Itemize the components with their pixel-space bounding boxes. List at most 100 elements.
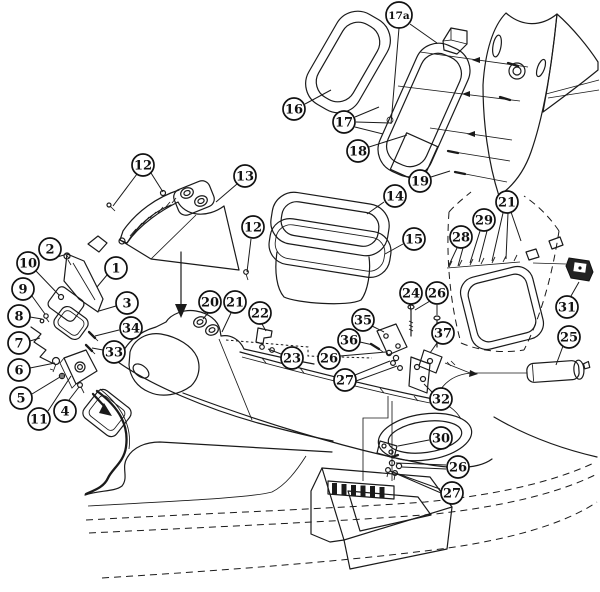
callout-circle [495,190,519,214]
callout-number: 26 [428,287,446,302]
callout-11: 11 [27,375,72,431]
callout-number: 2 [45,243,54,258]
callout-circle [317,346,341,370]
callout-number: 12 [244,221,262,236]
callout-circle [53,399,77,423]
callout-number: 37 [434,327,452,342]
callout-number: 29 [475,214,493,229]
callout-33: 33 [91,340,126,364]
callout-circle [198,290,222,314]
callout-number: 6 [14,364,23,379]
callout-circle [119,316,143,340]
instrument-pod [106,180,249,281]
callout-leader-line [469,230,481,264]
callout-37: 37 [429,321,455,354]
callout-leader-line [221,312,232,333]
callout-circle [7,358,31,382]
callout-leader-line [94,329,120,337]
callout-number: 14 [386,190,404,205]
callout-circle [399,281,423,305]
callout-number: 11 [30,413,48,428]
callout-32: 32 [423,383,453,411]
callout-12: 12 [112,153,164,207]
callout-30: 30 [397,426,453,450]
callout-number: 20 [201,296,219,311]
callout-number: 31 [558,301,576,316]
callout-circle [385,1,413,29]
callout-circle [337,328,361,352]
latch-striker [565,257,594,282]
callout-leader-line [354,106,380,118]
callout-22: 22 [248,301,272,332]
callout-21: 21 [491,190,522,262]
callout-number: 5 [16,392,25,407]
callout-leader-line [448,247,458,266]
callout-circle [233,164,257,188]
callout-circle [241,215,265,239]
callout-number: 19 [411,175,429,190]
callout-number: 26 [320,352,338,367]
callout-leader-line [31,376,61,395]
ignition-switch-cluster [30,235,132,496]
hardware-cluster [369,304,478,481]
callout-number: 30 [432,432,450,447]
callout-circle [115,291,139,315]
callout-circle [7,304,31,328]
callout-27: 27 [389,470,464,505]
callout-leader-line [491,212,504,262]
callout-number: 4 [60,405,69,420]
callout-number: 21 [226,296,244,311]
callout-number: 17a [388,10,410,22]
callout-leader-line [261,323,267,332]
callout-leader-line [555,345,564,366]
callout-circle [102,340,126,364]
callout-10: 10 [16,251,60,296]
terminal-block [327,480,395,500]
callout-leader-line [202,312,209,320]
callout-29: 29 [469,208,496,264]
callout-1: 1 [96,256,128,288]
callout-number: 35 [354,314,372,329]
callout-leader-line [31,295,46,315]
callout-leader-line [112,173,138,207]
callout-leader-line [68,386,80,401]
callout-circle [27,407,51,431]
callout-number: 16 [285,103,303,118]
callout-circle [332,110,356,134]
callout-4: 4 [53,386,80,423]
roller-part [526,359,591,383]
callout-circle [429,387,453,411]
battery-tray [310,467,453,570]
callout-23: 23 [267,346,304,370]
callout-leader-line [390,27,400,125]
callout-leader-line [354,360,391,376]
callout-leader-line [355,365,398,382]
callout-circle [104,256,128,280]
callout-leader-line [91,347,104,351]
callout-leader-line [570,281,580,297]
callout-number: 32 [432,393,450,408]
callout-leader-line [409,23,438,44]
callout-9: 9 [11,277,46,315]
callout-7: 7 [7,331,41,355]
callout-leader-line [359,341,374,346]
callout-number: 3 [122,297,131,312]
hull-outline [84,392,598,579]
callout-17: 17 [332,106,392,135]
callout-leader-line [339,351,387,357]
callout-leader-line [354,126,384,135]
callout-26: 26 [317,346,387,370]
callout-leader-line [29,337,41,342]
callout-25: 25 [555,325,581,366]
callout-leader-line [510,211,522,242]
callout-leader-line [384,243,404,255]
callout-circle [431,321,455,345]
callout-number: 27 [336,374,354,389]
callout-leader-line [430,170,451,178]
callout-number: 9 [18,283,27,298]
callout-number: 8 [14,310,23,325]
callout-leader-line [368,134,408,148]
callout-leader-line [246,238,252,273]
callout-leader-line [35,270,60,296]
